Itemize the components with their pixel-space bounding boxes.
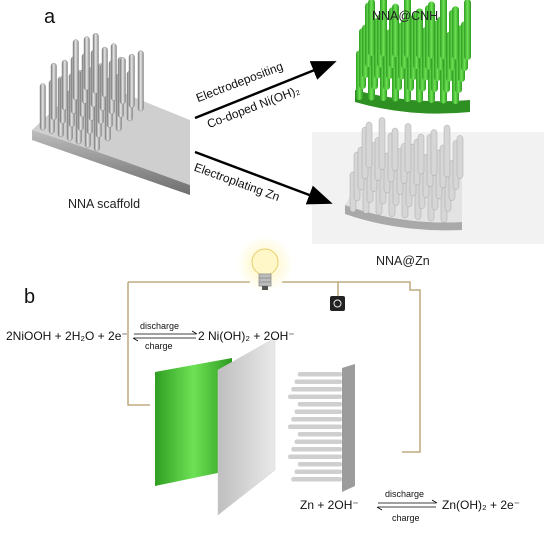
scaffold-nanoneedle bbox=[92, 32, 99, 94]
anode-needle bbox=[291, 387, 342, 392]
product-cnh-caption: NNA@CNH bbox=[372, 9, 439, 23]
light-bulb-icon bbox=[237, 236, 293, 292]
anode-reverse-label: charge bbox=[392, 513, 420, 523]
zn-nanoneedle bbox=[391, 127, 399, 172]
anode-electrode bbox=[288, 364, 355, 492]
scaffold-nanoneedle bbox=[50, 62, 57, 121]
zn-nanoneedle bbox=[365, 121, 373, 169]
anode-needle bbox=[291, 417, 342, 422]
anode-needle bbox=[297, 432, 342, 437]
switch-icon bbox=[330, 296, 345, 311]
cnh-nanoneedle bbox=[368, 0, 375, 56]
scaffold-caption: NNA scaffold bbox=[68, 197, 141, 211]
arrow-to-zn bbox=[194, 150, 333, 205]
scaffold-nanoneedle bbox=[110, 43, 117, 101]
scaffold-nanoneedle bbox=[72, 39, 79, 101]
scaffold-nanoneedle bbox=[39, 83, 46, 131]
cnh-nanoneedle bbox=[416, 8, 423, 58]
panel-label-a: a bbox=[44, 6, 56, 28]
cnh-nanoneedle bbox=[392, 3, 399, 57]
anode-forward-label: discharge bbox=[385, 489, 425, 499]
cathode-equation-right: 2 Ni(OH)₂ + 2OH⁻ bbox=[198, 329, 295, 343]
cnh-nanoneedle bbox=[380, 0, 387, 57]
cnh-nanoneedle bbox=[404, 0, 411, 58]
zn-nanoneedle bbox=[404, 123, 412, 173]
scaffold-nanoneedle bbox=[101, 46, 108, 98]
cnh-nanoneedle bbox=[464, 0, 471, 60]
arrow-to-cnh bbox=[194, 61, 337, 120]
anode-needle bbox=[294, 379, 342, 384]
cnh-nanoneedle bbox=[452, 6, 459, 60]
separator-membrane bbox=[217, 337, 276, 516]
zn-nanoneedle bbox=[378, 117, 386, 170]
anode-needle bbox=[297, 372, 342, 377]
scaffold-nanoneedle bbox=[137, 50, 144, 112]
cathode-equation-left: 2NiOOH + 2H₂O + 2e⁻ bbox=[6, 329, 128, 343]
anode-needle bbox=[291, 447, 342, 452]
zn-nanoneedle bbox=[417, 133, 425, 175]
zn-nanoneedle bbox=[430, 129, 438, 176]
anode-needle bbox=[291, 477, 342, 482]
anode-needle bbox=[297, 402, 342, 407]
anode-needle bbox=[297, 462, 342, 467]
nna-cnh-illustration bbox=[355, 0, 471, 114]
anode-equation-left: Zn + 2OH⁻ bbox=[300, 498, 359, 512]
cathode-reverse-label: charge bbox=[145, 341, 173, 351]
external-circuit bbox=[127, 281, 421, 453]
scaffold-nanoneedle bbox=[119, 57, 126, 105]
anode-equation-right: Zn(OH)₂ + 2e⁻ bbox=[442, 498, 521, 512]
anode-needle bbox=[288, 394, 342, 399]
zn-nanoneedle bbox=[443, 124, 451, 178]
scaffold-nanoneedle bbox=[61, 59, 68, 111]
scaffold-nanoneedle bbox=[83, 36, 90, 91]
scaffold-nanoneedle bbox=[128, 53, 135, 108]
panel-label-b: b bbox=[24, 286, 36, 308]
cnh-nanoneedle bbox=[440, 0, 447, 59]
anode-needle bbox=[288, 424, 342, 429]
anode-needle bbox=[294, 469, 342, 474]
nna-scaffold-illustration bbox=[32, 32, 190, 195]
product-zn-caption: NNA@Zn bbox=[376, 254, 430, 268]
anode-needle bbox=[294, 409, 342, 414]
anode-needle bbox=[288, 454, 342, 459]
nna-zn-illustration bbox=[345, 117, 464, 231]
cathode-forward-label: discharge bbox=[140, 321, 180, 331]
zn-nanoneedle bbox=[456, 135, 464, 179]
anode-needle bbox=[294, 439, 342, 444]
cnh-nanoneedle bbox=[428, 1, 435, 59]
